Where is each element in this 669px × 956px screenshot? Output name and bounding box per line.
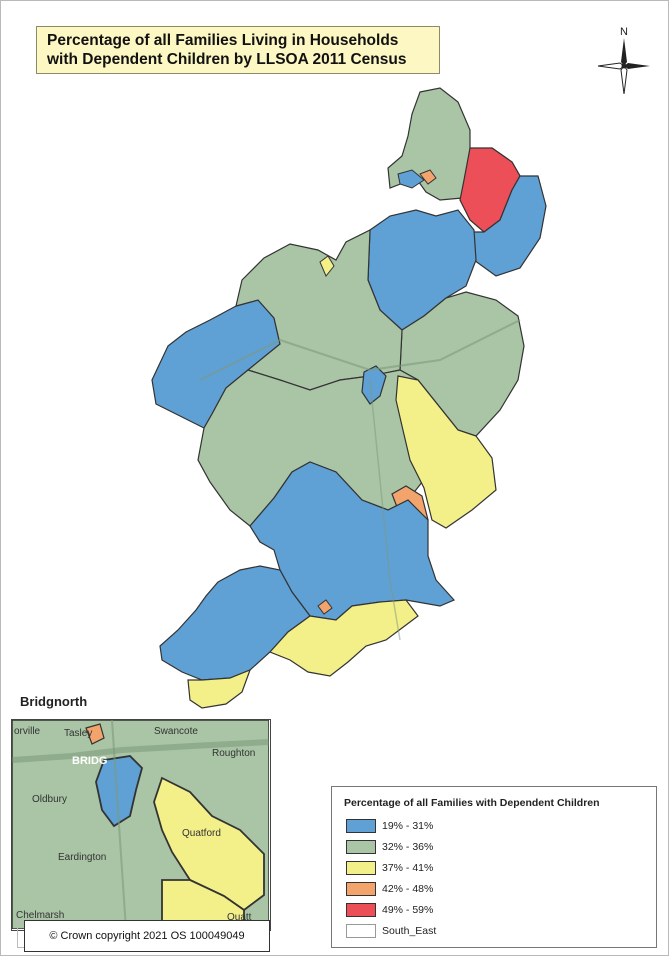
legend-item: 32% - 36% [344,836,644,857]
inset-label: Eardington [58,852,106,863]
map-title-line2: with Dependent Children by LLSOA 2011 Ce… [47,51,407,68]
inset-label: Tasley [64,728,92,739]
region-orange-north [419,169,437,185]
legend-title: Percentage of all Families with Dependen… [344,797,600,809]
legend-label: 19% - 31% [382,819,434,832]
legend-swatch [346,881,376,896]
copyright-notice: © Crown copyright 2021 OS 100049049 [24,920,270,952]
inset-label: Swancote [154,726,198,737]
inset-title: Bridgnorth [20,694,88,709]
region-yellow-south [268,599,419,677]
map-title-line1: Percentage of all Families Living in Hou… [47,32,399,49]
legend-swatch [346,818,376,833]
road-line [199,319,521,381]
map-title: Percentage of all Families Living in Hou… [36,26,440,74]
region-yellow-far-south [187,668,252,709]
legend-label: 49% - 59% [382,903,434,916]
inset-label: Quatt [227,912,252,923]
legend-label: 42% - 48% [382,882,434,895]
legend: Percentage of all Families with Dependen… [331,786,657,948]
legend-swatch [346,923,376,938]
region-yellow-north [319,255,335,277]
road-line [369,379,401,641]
inset-road [111,720,127,930]
region-green-northwest [235,229,403,391]
north-label: N [620,26,628,38]
inset-label: Chelmarsh [16,910,64,921]
legend-label: 32% - 36% [382,840,434,853]
legend-item: 19% - 31% [344,815,644,836]
legend-item: South_East [344,920,644,941]
legend-label: South_East [382,924,437,937]
legend-swatch [346,860,376,875]
inset-label: Oldbury [32,794,67,805]
north-arrow-icon: N [597,26,650,95]
inset-label: BRIDG [72,755,107,767]
legend-item: 42% - 48% [344,878,644,899]
main-map [151,87,547,709]
region-yellow-east [395,375,497,529]
inset-label: Quatford [182,828,221,839]
inset-road [12,739,270,763]
inset-map: orville Tasley Swancote Roughton BRIDG O… [11,719,271,931]
inset-map-svg: orville Tasley Swancote Roughton BRIDG O… [12,720,270,930]
region-orange-south [317,599,333,615]
inset-label: orville [14,726,41,737]
legend-label: 37% - 41% [382,861,434,874]
region-blue-southwest [159,565,311,681]
region-blue-ne [469,175,547,277]
region-blue-north [397,169,425,189]
legend-swatch [346,839,376,854]
legend-item: 49% - 59% [344,899,644,920]
inset-region-blue [95,755,144,828]
inset-region-orange [85,723,105,745]
legend-item: 37% - 41% [344,857,644,878]
region-bridgnorth-blue [361,365,387,405]
inset-label: Roughton [212,748,255,759]
legend-swatch [346,902,376,917]
copyright-shadow [17,920,27,948]
